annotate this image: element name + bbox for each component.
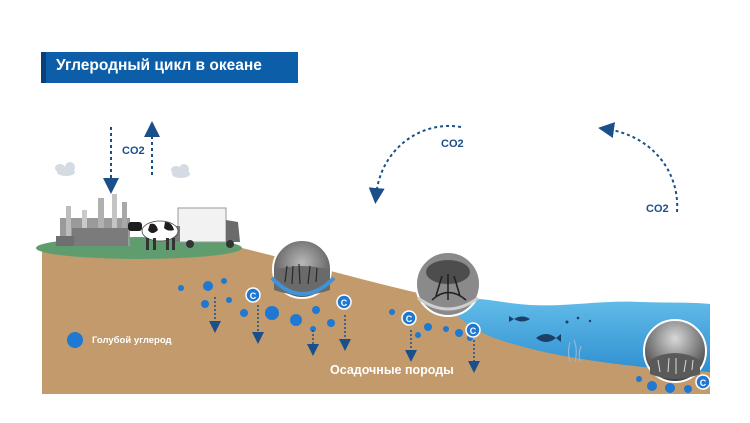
svg-text:C: C (341, 298, 348, 308)
burial-arrows (209, 297, 480, 373)
fish-icon (509, 316, 530, 322)
carbon-badge: C (401, 310, 417, 326)
cow-icon (128, 220, 179, 250)
co2-label-right: CO2 (646, 203, 669, 215)
svg-text:C: C (470, 326, 477, 336)
svg-text:C: C (250, 291, 257, 301)
carbon-dots (67, 278, 692, 393)
svg-text:C: C (700, 378, 707, 388)
co2-release-arrow (598, 122, 679, 213)
seagrass-circle (270, 239, 336, 299)
sea-water (440, 297, 710, 372)
carbon-badge: C (336, 294, 352, 310)
carbon-badge: C (695, 374, 711, 390)
title-banner: Углеродный цикл в океане (41, 52, 298, 83)
factory-icon (56, 194, 130, 246)
legend-label: Голубой углерод (92, 335, 172, 346)
carbon-badge: C (465, 322, 481, 338)
truck-icon (172, 207, 240, 248)
deep-sea-circle (643, 319, 707, 383)
cloud-icon (55, 162, 75, 176)
small-fish-icon (565, 316, 592, 324)
svg-text:C: C (406, 314, 413, 324)
co2-absorption-arrow (368, 125, 462, 204)
co2-label-left: CO2 (122, 145, 145, 157)
page-title: Углеродный цикл в океане (56, 57, 262, 74)
sediments-label: Осадочные породы (330, 363, 454, 377)
fish-icon (536, 334, 561, 342)
co2-label-middle: CO2 (441, 138, 464, 150)
seaweed-icon (567, 339, 582, 363)
mangrove-circle (415, 251, 481, 317)
cloud-icon (171, 164, 190, 178)
carbon-badge: C (245, 287, 261, 303)
